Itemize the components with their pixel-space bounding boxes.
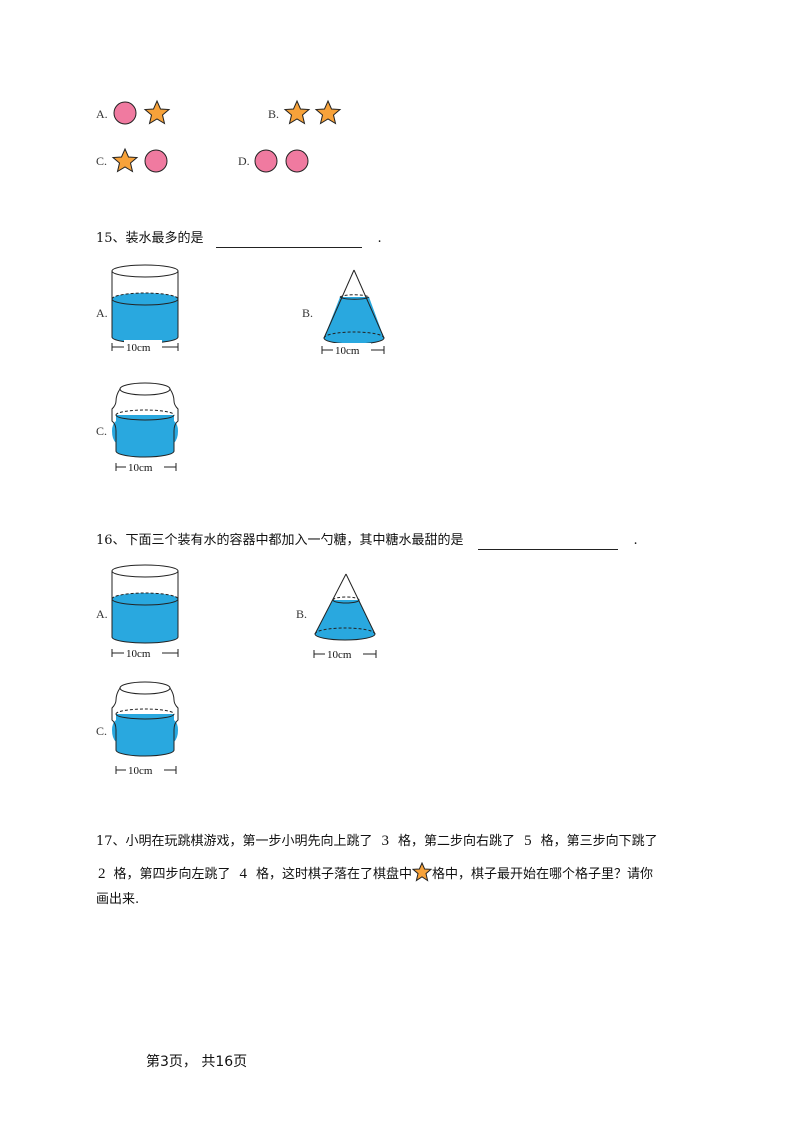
q16-bottle-figure: 10cm <box>111 681 179 777</box>
q15-c-dimension: 10cm <box>128 462 153 474</box>
q16-cylinder-figure: 10cm <box>111 564 179 660</box>
q16-option-b-label: B. <box>296 607 308 621</box>
q16-option-c-label: C. <box>96 724 108 738</box>
q17-number-right: 5 <box>524 833 532 849</box>
q17-number-down: 2 <box>98 866 106 882</box>
q15-answer-blank[interactable] <box>215 233 362 248</box>
circle-icon <box>144 149 168 173</box>
q14-option-c-icons <box>111 147 168 173</box>
q14-option-a-icons <box>113 99 171 125</box>
circle-icon <box>285 149 309 173</box>
q17-line-2: 2 格，第四步向左跳了 4 格，这时棋子落在了棋盘中 格中，棋子最开始在哪个格子里？请你 <box>96 861 654 884</box>
star-icon <box>411 861 433 882</box>
q14-option-d-icons <box>254 149 309 173</box>
q17-text-2c: 格中，棋子最开始在哪个格子里？请你 <box>432 867 654 882</box>
q14-option-d-label: D. <box>238 154 250 168</box>
star-icon <box>143 99 171 125</box>
q17-line-1: 17、小明在玩跳棋游戏，第一步小明先向上跳了 3 格，第二步向右跳了 5 格，第三步向下… <box>96 832 658 851</box>
q16-end: . <box>633 533 638 548</box>
q16-a-dimension: 10cm <box>126 648 151 660</box>
q16-question: 16、下面三个装有水的容器中都加入一勺糖，其中糖水最甜的是. <box>96 532 638 550</box>
q15-a-dimension: 10cm <box>126 342 151 354</box>
star-icon <box>314 99 342 125</box>
q16-answer-blank[interactable] <box>477 535 618 550</box>
q15-end: . <box>377 231 382 246</box>
q16-b-dimension: 10cm <box>327 649 352 661</box>
q17-number-up: 3 <box>381 833 390 849</box>
q15-text: 15、装水最多的是 <box>96 231 204 246</box>
q15-option-b-label: B. <box>302 306 314 320</box>
star-icon <box>283 99 311 125</box>
q15-cylinder-figure: 10cm <box>111 264 179 354</box>
q17-number-left: 4 <box>239 866 248 882</box>
q17-text-2a: 格，第四步向左跳了 <box>113 867 231 882</box>
q17-text-1b: 格，第二步向右跳了 <box>398 834 516 849</box>
q17-line-3: 画出来. <box>96 892 140 907</box>
q16-option-a-label: A. <box>96 607 108 621</box>
q16-text: 16、下面三个装有水的容器中都加入一勺糖，其中糖水最甜的是 <box>96 533 464 548</box>
q15-option-a-label: A. <box>96 306 108 320</box>
q14-option-c-label: C. <box>96 154 108 168</box>
q15-cone-figure: 10cm <box>321 269 385 357</box>
page-number: 第3页， 共16页 <box>146 1054 248 1070</box>
star-icon <box>111 147 139 173</box>
q14-option-b-icons <box>283 99 342 125</box>
q15-b-dimension: 10cm <box>335 345 360 357</box>
q15-option-c-label: C. <box>96 424 108 438</box>
q16-cone-figure: 10cm <box>313 573 377 661</box>
q17-text-1c: 格，第三步向下跳了 <box>540 834 658 849</box>
q15-bottle-figure: 10cm <box>111 382 179 474</box>
circle-icon <box>113 101 137 125</box>
q15-question: 15、装水最多的是. <box>96 230 382 248</box>
circle-icon <box>254 149 278 173</box>
q14-option-a-label: A. <box>96 107 108 121</box>
q14-option-b-label: B. <box>268 107 280 121</box>
q17-text-2b: 格，这时棋子落在了棋盘中 <box>256 867 413 882</box>
q16-c-dimension: 10cm <box>128 765 153 777</box>
q17-text-1a: 17、小明在玩跳棋游戏，第一步小明先向上跳了 <box>96 834 373 849</box>
